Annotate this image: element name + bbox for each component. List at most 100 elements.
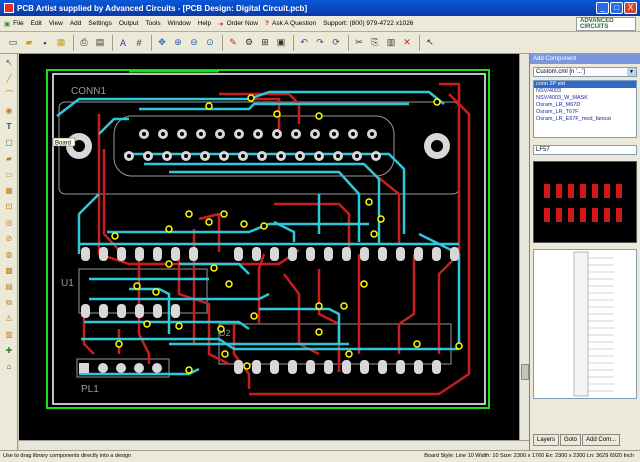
measure-tool-icon[interactable]: ⊘ — [5, 234, 13, 243]
area-tool-icon[interactable]: ▩ — [5, 266, 13, 275]
title-bar: PCB Artist supplied by Advanced Circuits… — [0, 0, 640, 16]
save-icon[interactable]: ▪ — [43, 37, 47, 48]
close-button[interactable]: X — [624, 2, 637, 14]
pl1-outline — [76, 358, 170, 378]
component-tool-icon[interactable]: ▦ — [5, 186, 13, 195]
track — [317, 269, 341, 372]
select-tool-icon[interactable]: ↖ — [5, 58, 13, 67]
panel-title: Add Component — [530, 54, 640, 64]
preview-icon[interactable]: ▤ — [95, 37, 105, 47]
keepout-frame — [46, 69, 490, 409]
shape-tool-icon[interactable]: ▢ — [5, 138, 13, 147]
minimize-button[interactable]: _ — [596, 2, 609, 14]
component-search-input[interactable]: LF57 — [533, 145, 637, 155]
rats-nest-icon[interactable]: ▣ — [276, 37, 286, 47]
menu-output[interactable]: Output — [118, 20, 139, 27]
refresh-icon[interactable]: ⟳ — [332, 37, 340, 47]
via-tool-icon[interactable]: ◎ — [5, 218, 13, 227]
settings-tool-icon[interactable]: ✚ — [5, 346, 13, 355]
status-bar: Use to drag library components directly … — [0, 450, 640, 462]
check-tool-icon[interactable]: ⚠ — [5, 314, 13, 323]
tab-add-component[interactable]: Add Com... — [582, 434, 621, 446]
print-icon[interactable]: ⎙ — [80, 37, 88, 47]
redo-icon[interactable]: ↷ — [316, 37, 324, 47]
component-item[interactable]: Osram_LR_E67F_mod_fanout — [536, 116, 611, 122]
colors-icon[interactable]: ✎ — [229, 37, 237, 47]
open-folder-icon[interactable]: ▰ — [25, 37, 33, 47]
component-item[interactable]: NSV/4003_W_MASK — [536, 95, 588, 101]
toolbar-separator — [151, 34, 152, 51]
scrollbar-thumb[interactable] — [521, 364, 529, 380]
layers-icon[interactable]: ⊞ — [261, 37, 269, 47]
template-tool-icon[interactable]: ▤ — [5, 282, 13, 291]
track — [89, 292, 270, 301]
menu-file[interactable]: File — [13, 20, 24, 27]
menu-edit[interactable]: Edit — [30, 20, 42, 27]
text-tool-icon[interactable]: T — [6, 122, 12, 131]
component-list[interactable]: conn 2P std NSV/4003 NSV/4003_W_MASK Osr… — [533, 80, 637, 138]
toolbar-separator — [348, 34, 349, 51]
menu-window[interactable]: Window — [167, 20, 191, 27]
track — [124, 152, 406, 234]
dimension-tool-icon[interactable]: ⊡ — [5, 202, 13, 211]
menu-view[interactable]: View — [48, 20, 63, 27]
drill-tool-icon[interactable]: ◍ — [5, 250, 13, 259]
zoom-fit-icon[interactable]: ✥ — [158, 37, 166, 47]
menu-settings[interactable]: Settings — [88, 20, 112, 27]
cut-icon[interactable]: ✂ — [355, 37, 363, 47]
menu-tools[interactable]: Tools — [145, 20, 161, 27]
panel-tabs: Layers Goto Add Com... — [533, 434, 621, 446]
undo-icon[interactable]: ↶ — [300, 37, 308, 47]
paste-icon[interactable]: ▥ — [386, 37, 396, 47]
menu-help[interactable]: Help — [197, 20, 212, 27]
menu-add[interactable]: Add — [69, 20, 82, 27]
component-item[interactable]: NSV/4003 — [536, 88, 562, 94]
route-tool-icon[interactable]: ⌒ — [5, 90, 13, 99]
spelling-icon[interactable]: A — [119, 37, 126, 48]
board-outline-icon[interactable]: ▭ — [5, 170, 13, 179]
maximize-button[interactable]: □ — [610, 2, 623, 14]
select-pointer-icon[interactable]: ↖ — [426, 37, 434, 47]
track — [283, 273, 320, 356]
pad-tool-icon[interactable]: ◉ — [5, 106, 13, 115]
upper-chip-pads — [81, 247, 459, 261]
conn1-body — [113, 115, 395, 177]
horizontal-scrollbar[interactable] — [19, 440, 529, 450]
zoom-window-icon[interactable]: ⊙ — [206, 37, 214, 47]
track — [144, 162, 381, 244]
zoom-in-icon[interactable]: ⊕ — [174, 37, 182, 47]
component-item[interactable]: conn 2P std — [534, 81, 636, 88]
footprint-tool-icon[interactable]: ⧉ — [6, 298, 12, 307]
library-select[interactable]: Custom.cml [n '...'] ▼ — [533, 67, 637, 77]
properties-icon[interactable]: ⚙ — [244, 37, 254, 47]
status-coordinates: Board Style: Line 10 Width: 10 Size: 230… — [424, 453, 634, 459]
vertical-scrollbar[interactable] — [519, 54, 529, 440]
delete-icon[interactable]: ✕ — [403, 37, 411, 47]
report-tool-icon[interactable]: ▥ — [5, 330, 13, 339]
tab-goto[interactable]: Goto — [560, 434, 582, 446]
grid-icon[interactable]: # — [136, 37, 142, 48]
component-item[interactable]: Osram_LR_M67D — [536, 102, 581, 108]
new-file-icon[interactable]: ▭ — [8, 37, 18, 47]
copper-pour-icon[interactable]: ▰ — [5, 154, 13, 163]
layers-list[interactable] — [533, 249, 637, 399]
pcb-design-canvas[interactable]: CONN1 U1 U2 PL1 Board — [19, 54, 519, 440]
bottom-copper-tracks — [82, 82, 471, 396]
info-tool-icon[interactable]: ⌂ — [6, 362, 12, 371]
track — [56, 90, 445, 117]
chevron-down-icon[interactable]: ▼ — [627, 68, 636, 76]
tab-layers[interactable]: Layers — [533, 434, 560, 446]
component-item[interactable]: Osram_LR_T67F — [536, 109, 579, 115]
order-now-link[interactable]: Order Now — [226, 20, 258, 27]
question-icon: ? — [265, 20, 269, 27]
copy-icon[interactable]: ⎘ — [371, 37, 379, 47]
zoom-out-icon[interactable]: ⊖ — [190, 37, 198, 47]
app-menu-icon[interactable]: ▣ — [4, 20, 11, 28]
support-text: Support: (800) 979-4722 x1026 — [323, 20, 414, 27]
left-tool-palette: ↖ ╱ ⌒ ◉ T ▢ ▰ ▭ ▦ ⊡ ◎ ⊘ ◍ ▩ ▤ ⧉ ⚠ ▥ ✚ ⌂ — [0, 54, 18, 450]
pl1-pads — [79, 363, 162, 373]
library-icon[interactable]: ▦ — [56, 37, 66, 47]
track-tool-icon[interactable]: ╱ — [6, 74, 12, 83]
pl1-label: PL1 — [81, 384, 99, 395]
ask-question-link[interactable]: Ask A Question — [271, 20, 317, 27]
